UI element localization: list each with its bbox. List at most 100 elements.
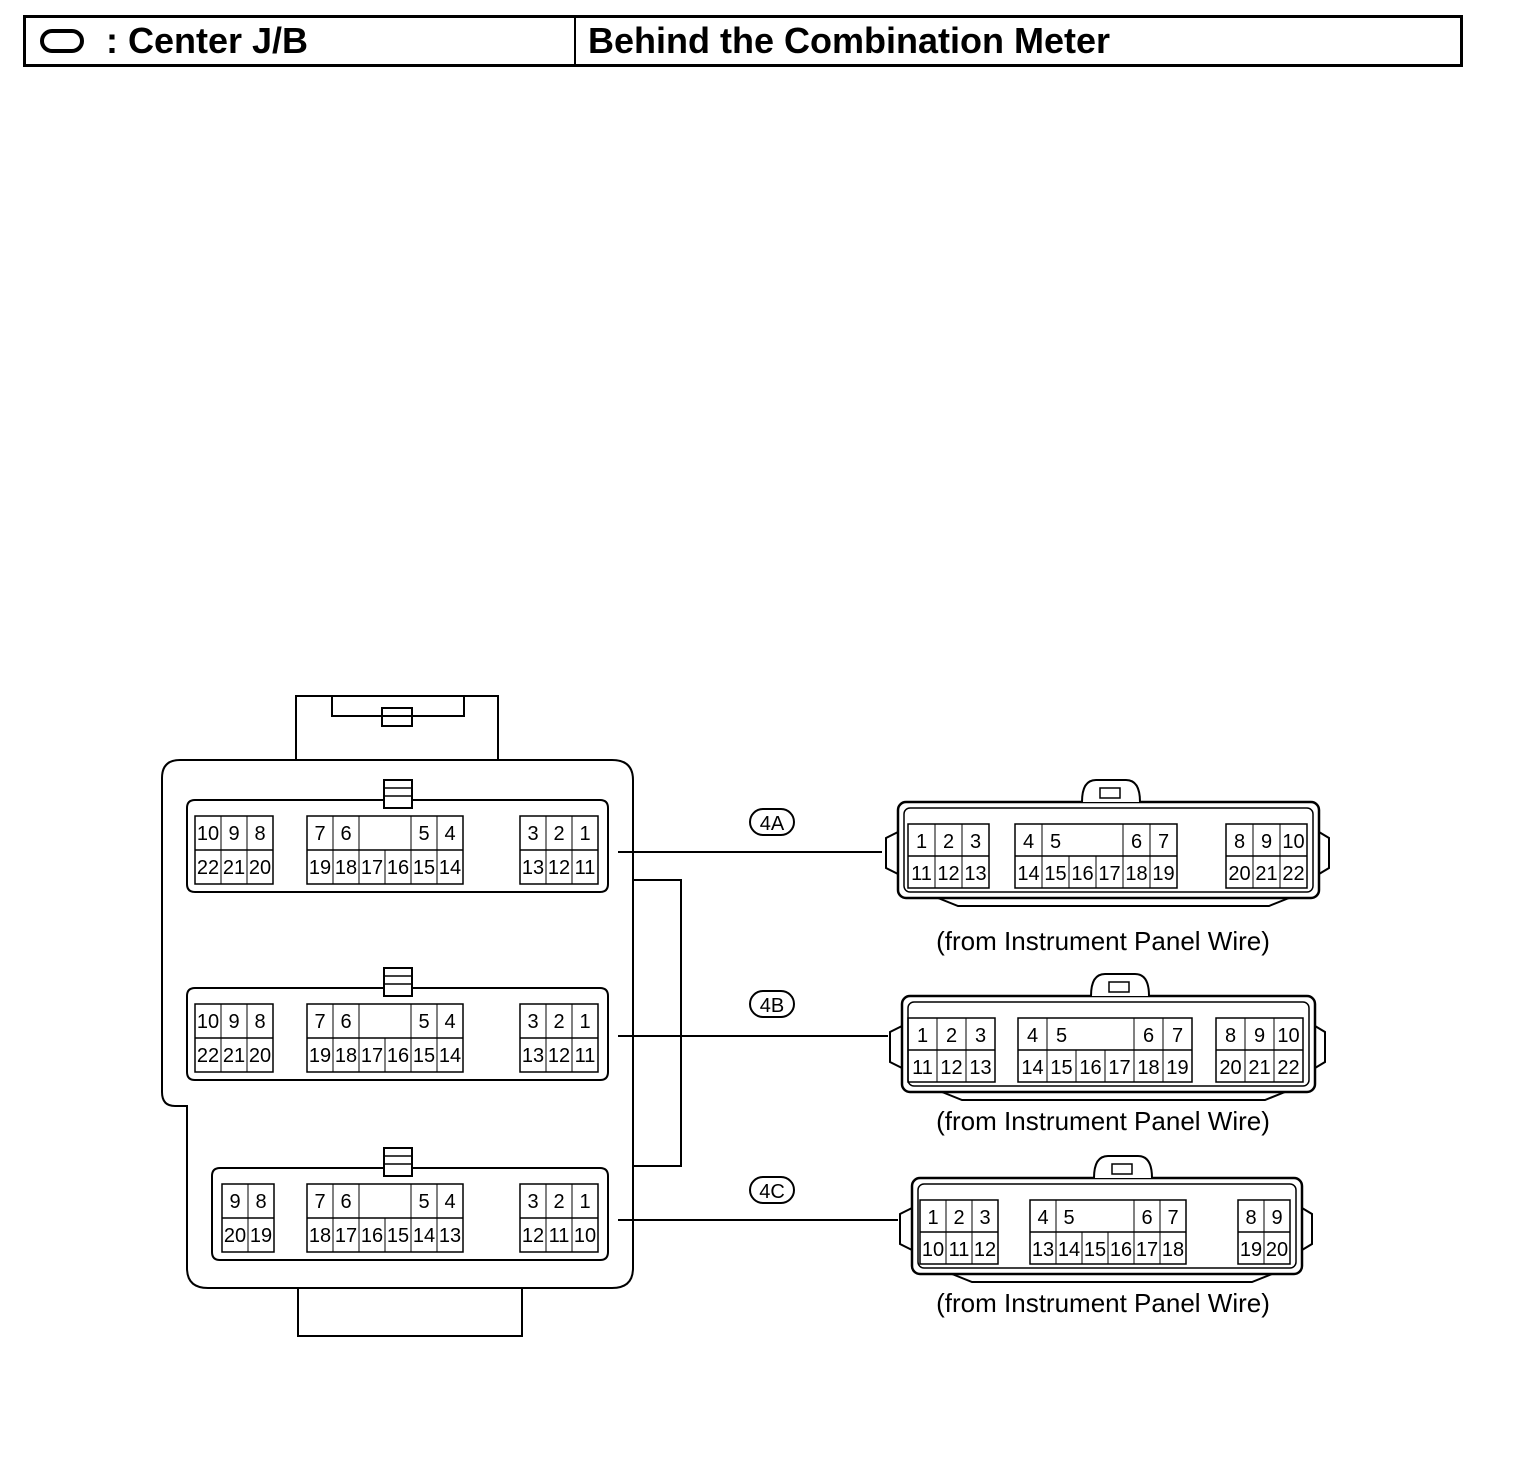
jb-pin-label: 6: [340, 1011, 351, 1033]
header-right-cell: Behind the Combination Meter: [576, 18, 1460, 64]
jb-pin-label: 11: [575, 857, 596, 879]
jb-pin-label: 5: [418, 1011, 429, 1033]
mating-caption: (from Instrument Panel Wire): [936, 926, 1270, 956]
jb-pin-label: 8: [254, 823, 265, 845]
jb-bottom-tab: [297, 1288, 523, 1337]
mating-pin-label: 3: [970, 831, 981, 853]
jb-pin-label: 12: [548, 857, 570, 879]
connector-id-badge-4c: 4C: [749, 1176, 795, 1204]
jb-pin-label: 7: [314, 1011, 325, 1033]
jb-pin-label: 17: [335, 1225, 357, 1247]
mating-pin-label: 2: [946, 1025, 957, 1047]
jb-bracket-line: [633, 879, 682, 1167]
jb-pin-label: 15: [413, 1045, 435, 1067]
jb-pin-label: 1: [579, 1191, 590, 1213]
jb-pin-label: 11: [549, 1225, 570, 1247]
oval-icon: [40, 29, 84, 53]
mating-pin-label: 11: [911, 863, 932, 885]
jb-pin-label: 2: [553, 1191, 564, 1213]
mating-latch: [1090, 973, 1150, 997]
mating-pin-label: 3: [979, 1207, 990, 1229]
mating-pin-label: 4: [1037, 1207, 1048, 1229]
mating-pin-label: 5: [1050, 831, 1061, 853]
jb-pin-label: 3: [527, 1011, 538, 1033]
jb-pin-label: 2: [553, 1011, 564, 1033]
mating-pin-label: 12: [974, 1239, 996, 1261]
jb-pin-label: 14: [439, 857, 461, 879]
jb-pin-label: 5: [418, 823, 429, 845]
jb-pin-label: 14: [439, 1045, 461, 1067]
jb-pin-label: 15: [387, 1225, 409, 1247]
jb-pin-label: 17: [361, 857, 383, 879]
jb-pin-label: 4: [444, 1011, 455, 1033]
jb-latch: [383, 967, 413, 997]
jb-pin-label: 13: [522, 1045, 544, 1067]
mating-pin-label: 10: [1282, 831, 1304, 853]
mating-pin-label: 17: [1108, 1057, 1130, 1079]
mating-pin-label: 18: [1125, 863, 1147, 885]
jb-pin-label: 1: [579, 1011, 590, 1033]
mating-pin-label: 10: [922, 1239, 944, 1261]
mating-latch: [1093, 1155, 1153, 1179]
mating-pin-label: 18: [1162, 1239, 1184, 1261]
jb-pin-label: 12: [522, 1225, 544, 1247]
jb-pin-label: 20: [249, 857, 271, 879]
jb-pin-label: 3: [527, 823, 538, 845]
mating-pin-label: 6: [1141, 1207, 1152, 1229]
mating-pin-label: 9: [1254, 1025, 1265, 1047]
jb-pin-label: 3: [527, 1191, 538, 1213]
mating-pin-label: 16: [1079, 1057, 1101, 1079]
jb-pin-label: 4: [444, 823, 455, 845]
mating-pin-label: 9: [1271, 1207, 1282, 1229]
mating-caption: (from Instrument Panel Wire): [936, 1106, 1270, 1136]
jb-top-latch: [381, 707, 413, 727]
jb-pin-label: 11: [575, 1045, 596, 1067]
jb-pin-label: 22: [197, 857, 219, 879]
connector-id-label: 4B: [760, 995, 784, 1017]
mating-pin-label: 17: [1098, 863, 1120, 885]
mating-pin-label: 21: [1255, 863, 1277, 885]
jb-body-outline: [161, 759, 634, 1289]
jb-latch: [383, 1147, 413, 1177]
jb-pin-label: 7: [314, 1191, 325, 1213]
mating-pin-label: 15: [1084, 1239, 1106, 1261]
mating-pin-label: 13: [1032, 1239, 1054, 1261]
mating-pin-label: 12: [937, 863, 959, 885]
mating-pin-label: 14: [1021, 1057, 1043, 1079]
mating-pin-label: 7: [1158, 831, 1169, 853]
mating-pin-label: 14: [1017, 863, 1039, 885]
mating-pin-label: 13: [964, 863, 986, 885]
mating-pin-label: 7: [1167, 1207, 1178, 1229]
jb-pin-label: 16: [387, 857, 409, 879]
jb-pin-label: 12: [548, 1045, 570, 1067]
jb-pin-label: 8: [255, 1191, 266, 1213]
jb-pin-label: 18: [335, 857, 357, 879]
jb-pin-label: 9: [229, 1191, 240, 1213]
mating-pin-label: 12: [940, 1057, 962, 1079]
mating-pin-label: 1: [917, 1025, 928, 1047]
jb-pin-label: 9: [228, 823, 239, 845]
jb-pin-label: 15: [413, 857, 435, 879]
header-title: : Center J/B: [106, 20, 309, 61]
mating-pin-label: 17: [1136, 1239, 1158, 1261]
header-left-cell: : Center J/B: [26, 18, 576, 64]
jb-pin-label: 18: [309, 1225, 331, 1247]
jb-pin-label: 18: [335, 1045, 357, 1067]
jb-latch: [383, 779, 413, 809]
connector-id-badge-4a: 4A: [749, 808, 795, 836]
jb-pin-label: 16: [387, 1045, 409, 1067]
jb-pin-label: 17: [361, 1045, 383, 1067]
connector-labels: 4A 4B 4C: [749, 808, 795, 1204]
mating-pin-label: 10: [1277, 1025, 1299, 1047]
mating-pin-label: 8: [1245, 1207, 1256, 1229]
jb-pin-label: 8: [254, 1011, 265, 1033]
jb-pin-label: 7: [314, 823, 325, 845]
connector-id-label: 4C: [759, 1181, 785, 1203]
jb-pin-label: 19: [309, 1045, 331, 1067]
